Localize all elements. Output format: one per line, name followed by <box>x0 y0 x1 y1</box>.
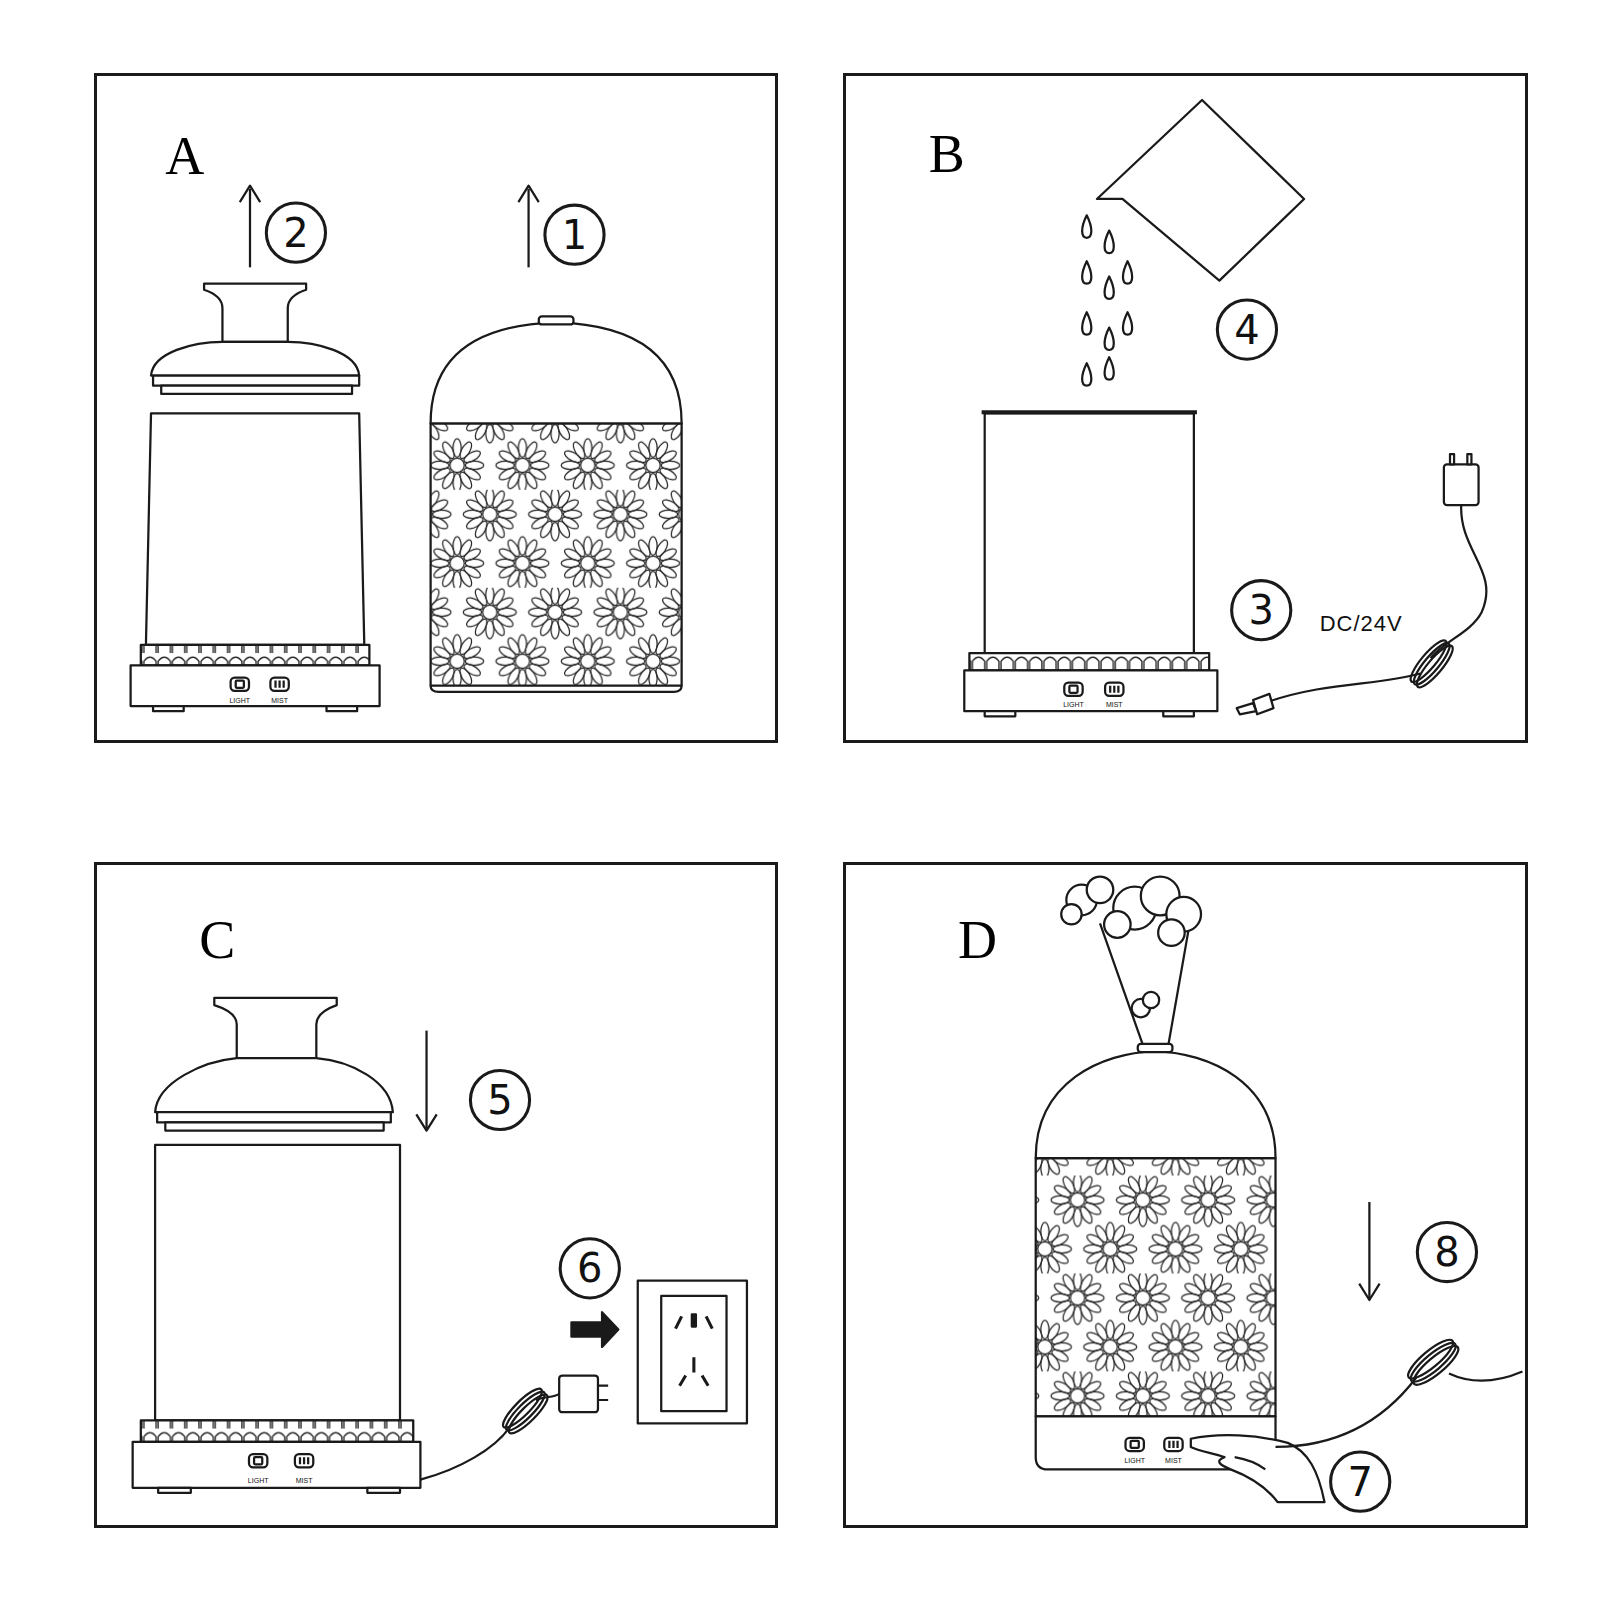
callout-number: 1 <box>562 215 587 255</box>
callout-number: 4 <box>1234 310 1259 350</box>
step-panel: C <box>94 862 778 1527</box>
callout-number: 5 <box>487 1080 512 1120</box>
button-label: LIGHT <box>1063 701 1084 708</box>
button-label: MIST <box>1165 1457 1182 1464</box>
step-letter: A <box>165 129 204 183</box>
callout-number: 6 <box>577 1248 602 1288</box>
callout-number: 8 <box>1434 1232 1459 1272</box>
step-panel: A <box>94 73 778 742</box>
button-label: LIGHT <box>229 697 250 704</box>
button-label: LIGHT <box>248 1476 269 1483</box>
step-letter: D <box>958 913 997 967</box>
button-label: MIST <box>1106 701 1123 708</box>
step-letter: B <box>929 127 965 181</box>
button-label: LIGHT <box>1124 1457 1145 1464</box>
button-label: MIST <box>296 1476 313 1483</box>
step-panel: D <box>843 862 1528 1527</box>
callout-number: 7 <box>1347 1462 1372 1502</box>
step-letter: C <box>199 913 235 967</box>
button-label: MIST <box>271 697 288 704</box>
callout-number: 2 <box>283 213 308 253</box>
step-panel: B <box>843 73 1528 742</box>
voltage-label: DC/24V <box>1320 613 1403 635</box>
callout-number: 3 <box>1248 590 1273 630</box>
